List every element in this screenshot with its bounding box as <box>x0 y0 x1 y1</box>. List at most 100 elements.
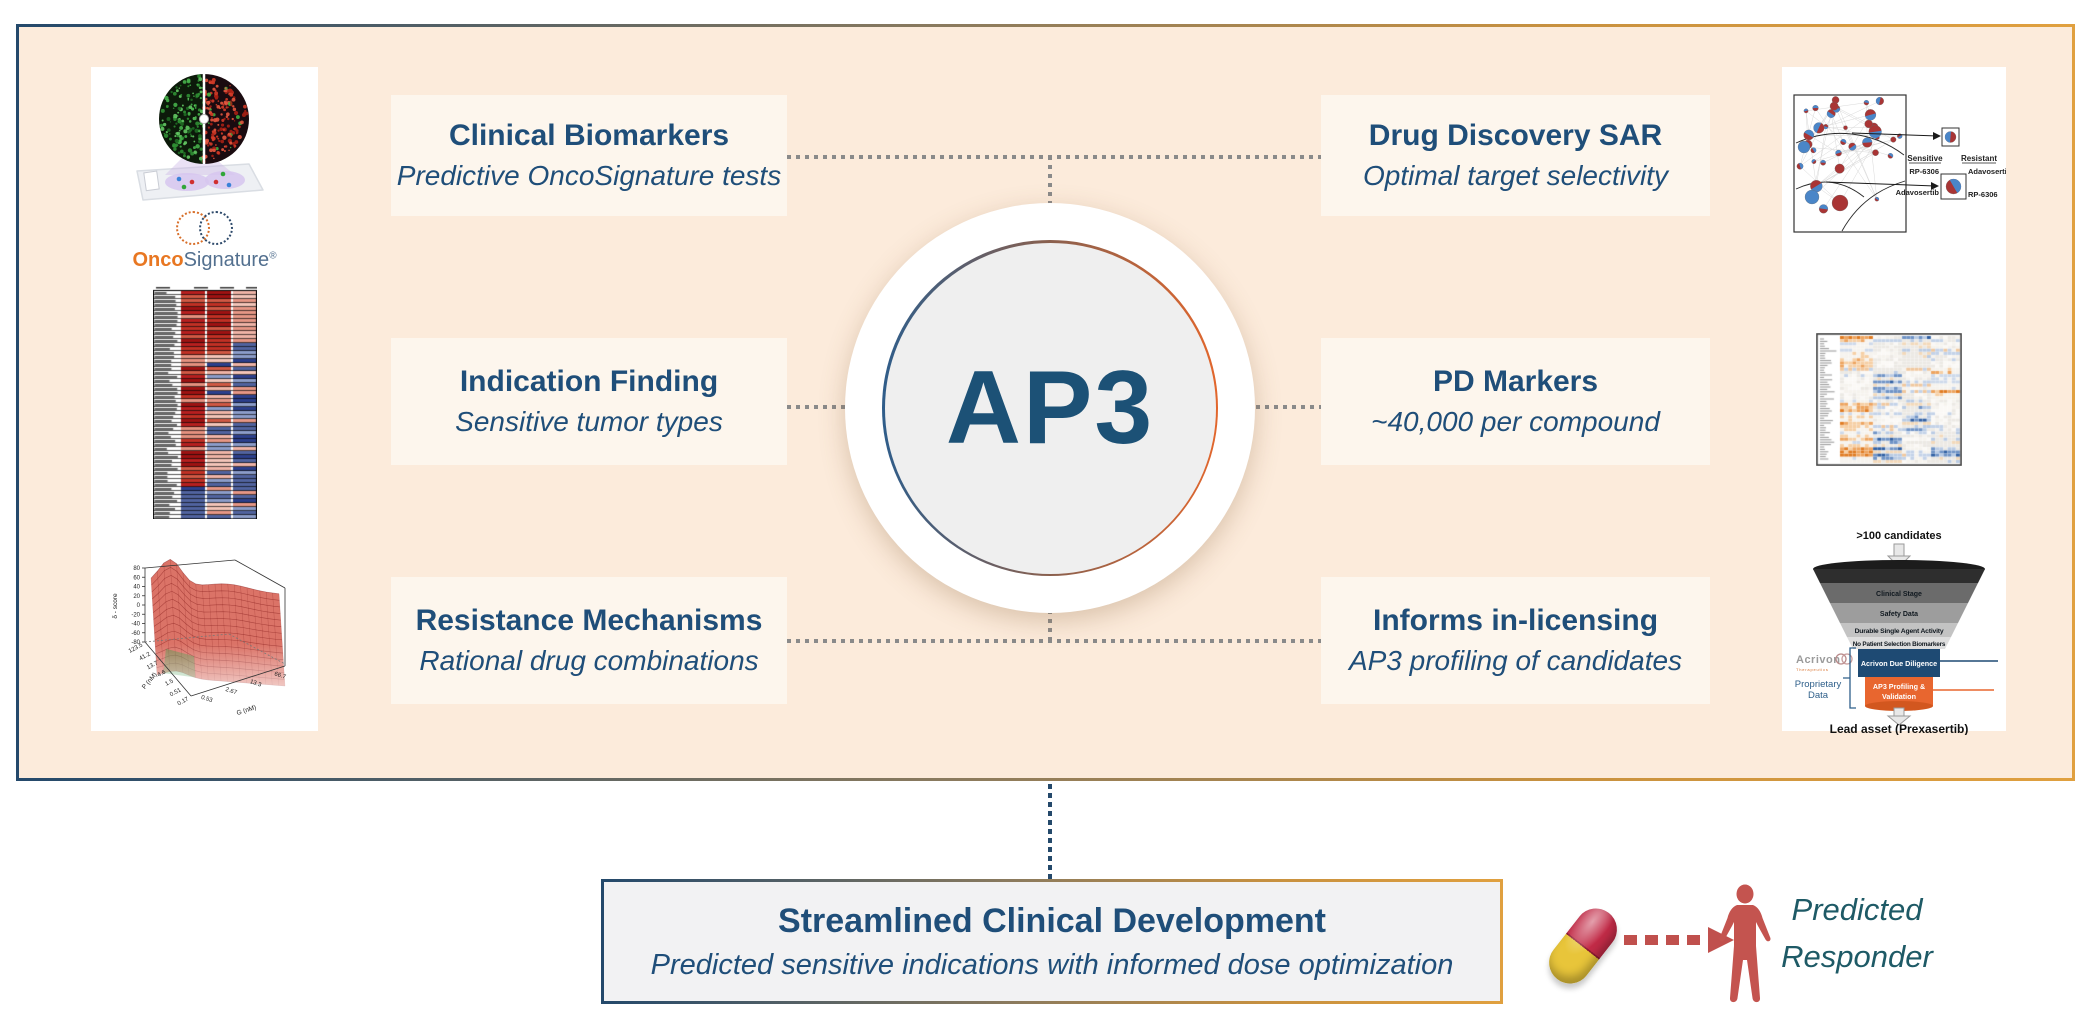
clinical-biomarkers-box: Clinical Biomarkers Predictive OncoSigna… <box>391 95 787 216</box>
ap3-circle-ring: AP3 <box>882 240 1218 576</box>
svg-text:20: 20 <box>133 594 140 600</box>
sensitive-header: Sensitive <box>1907 154 1943 163</box>
proprietary-data-label: Data <box>1808 690 1829 701</box>
resistant-header: Resistant <box>1961 154 1997 163</box>
tissue-blob-left <box>165 173 209 191</box>
therapeutics-text: Therapeutics <box>1796 667 1829 672</box>
funnel-band-black <box>1813 569 1985 583</box>
drug-discovery-sar-box: Drug Discovery SAR Optimal target select… <box>1321 95 1710 216</box>
pd-markers-box: PD Markers ~40,000 per compound <box>1321 338 1710 465</box>
box-subtitle: ~40,000 per compound <box>1371 406 1660 437</box>
svg-text:66.7: 66.7 <box>273 671 287 681</box>
box-subtitle: Predictive OncoSignature tests <box>396 160 782 191</box>
g-axis-label: G (nM) <box>236 704 257 717</box>
sensitivity-network-figure: Sensitive Resistant RP-6306 Adavosertib … <box>1793 94 2006 233</box>
box-subtitle: AP3 profiling of candidates <box>1348 645 1683 676</box>
funnel-stage-durable <box>1840 623 1958 637</box>
arrow-line <box>1851 132 1939 137</box>
selected-node-box-top <box>1941 127 1960 147</box>
stage-label: Clinical Stage <box>1876 591 1922 598</box>
red-blue-heatmap <box>153 284 257 519</box>
box-title: Informs in-licensing <box>1372 604 1659 637</box>
acrivon-ring-icon <box>1835 653 1847 665</box>
stage-label: AP3 Profiling & <box>1873 682 1925 691</box>
indication-finding-box: Indication Finding Sensitive tumor types <box>391 338 787 465</box>
arrow-line <box>1825 181 1936 187</box>
connector-to-bottom-box <box>1048 784 1052 879</box>
connector-row3 <box>787 639 1321 643</box>
acrivon-logo-text: Acrivon <box>1796 654 1840 666</box>
box-subtitle: Rational drug combinations <box>419 645 759 676</box>
slide-label <box>143 170 160 192</box>
funnel-bottom-ellipse <box>1865 701 1933 711</box>
bottom-box-title: Streamlined Clinical Development <box>778 901 1326 940</box>
acrivon-ring-icon <box>1841 653 1853 665</box>
stage-label: Safety Data <box>1880 611 1918 618</box>
oncosignature-logo: OncoSignature® <box>91 211 318 272</box>
svg-text:-60: -60 <box>131 631 140 637</box>
svg-text:-20: -20 <box>131 612 140 618</box>
right-image-panel: Sensitive Resistant RP-6306 Adavosertib … <box>1782 67 2006 735</box>
connector-row3-stub <box>1048 613 1052 641</box>
svg-text:41.2: 41.2 <box>138 651 152 662</box>
label-right-top: Adavosertib <box>1968 167 2006 176</box>
orange-blue-heatmap <box>1816 333 1962 466</box>
svg-text:80: 80 <box>133 566 140 572</box>
network-box <box>1793 94 1907 233</box>
svg-text:1.5: 1.5 <box>164 678 175 688</box>
ap3-label: AP3 <box>945 349 1155 466</box>
signature-text: Signature <box>183 249 270 271</box>
funnel-top-label: >100 candidates <box>1856 530 1941 542</box>
oncosignature-assay-illustration <box>136 74 264 201</box>
funnel-stage-safety <box>1830 603 1968 623</box>
funnel-stage-biomarkers <box>1847 637 1951 649</box>
bracket <box>1843 647 1856 709</box>
stage-label: No Patient Selection Biomarkers <box>1853 641 1946 648</box>
connector-row2-left <box>787 405 847 409</box>
funnel-bottom-label: Lead asset (Prexasertib) <box>1830 722 1969 735</box>
oncosignature-wordmark: OncoSignature® <box>91 249 318 272</box>
box-title: Drug Discovery SAR <box>1368 119 1663 152</box>
svg-text:0.51: 0.51 <box>169 687 183 698</box>
svg-text:40: 40 <box>133 585 140 591</box>
blue-ring-icon <box>199 211 233 245</box>
connector-row1-stub <box>1048 159 1052 205</box>
stage-label: Validation <box>1882 692 1916 701</box>
dose-response-surface-plot: 806040200-20-40-60-80123.541.213.74.61.5… <box>112 559 297 717</box>
box-title: Clinical Biomarkers <box>448 119 730 152</box>
box-title: PD Markers <box>1432 365 1599 398</box>
resistance-mechanisms-box: Resistance Mechanisms Rational drug comb… <box>391 577 787 704</box>
registered-mark: ® <box>269 250 277 262</box>
arrow-head <box>1931 182 1939 190</box>
stage-label: Durable Single Agent Activity <box>1855 628 1944 635</box>
svg-text:-40: -40 <box>131 622 140 628</box>
marker-dot <box>181 184 187 190</box>
svg-text:2.67: 2.67 <box>225 687 239 697</box>
selected-node-box-bottom <box>1940 173 1967 200</box>
box-subtitle: Sensitive tumor types <box>455 406 723 437</box>
z-axis-label: δ - score <box>112 593 119 619</box>
histology-circle <box>159 74 249 164</box>
label-left-bottom: Adavosertib <box>1896 188 1940 197</box>
connector-row1 <box>787 155 1321 159</box>
marker-dot <box>176 176 182 182</box>
predicted-responder-label: Predicted Responder <box>1772 886 1942 980</box>
marker-dot <box>213 179 219 185</box>
proprietary-data-label: Proprietary <box>1795 679 1842 690</box>
arrow-head <box>1933 132 1941 140</box>
marker-dot <box>220 171 226 177</box>
connector-row2-right <box>1256 405 1321 409</box>
svg-text:13.7: 13.7 <box>146 660 160 671</box>
responder-line1: Predicted <box>1791 892 1923 927</box>
marker-dot <box>226 182 232 188</box>
down-arrow-icon <box>1886 707 1912 726</box>
stage-label: Acrivon Due Diligence <box>1861 659 1937 668</box>
onco-text: Onco <box>132 249 184 271</box>
informs-in-licensing-box: Informs in-licensing AP3 profiling of ca… <box>1321 577 1710 704</box>
label-right-bottom: RP-6306 <box>1968 190 1998 199</box>
marker-dot <box>189 179 195 185</box>
streamlined-clinical-development-box: Streamlined Clinical Development Predict… <box>601 879 1503 1004</box>
svg-text:-80: -80 <box>131 640 140 646</box>
